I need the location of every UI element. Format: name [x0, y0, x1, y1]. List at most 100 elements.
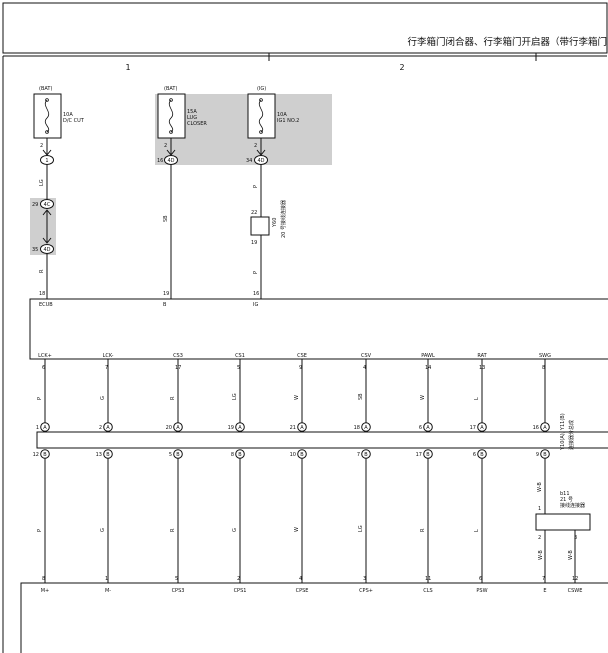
pin-number: 22 [251, 210, 257, 216]
fuse-rating: 15A [187, 109, 197, 115]
wire-color: LG [39, 179, 45, 186]
wire-color: W-B [538, 550, 544, 560]
pin-number: 3 [363, 576, 366, 582]
connector [40, 199, 54, 209]
wire-color: G [100, 528, 106, 532]
b11-label-2: 接线连接器 [560, 502, 585, 509]
pin-number: 16 [533, 425, 539, 431]
connector-id: B [300, 452, 304, 458]
pin-number: 34 [246, 158, 252, 164]
connector [423, 449, 433, 459]
ecu-terminal-name: IG [253, 302, 258, 308]
fuse-source: (IG) [257, 86, 266, 92]
connector-id: 4D [43, 247, 50, 253]
connector-id: A [106, 425, 110, 431]
pin-number: 7 [105, 365, 108, 371]
wire-color: R [170, 528, 176, 532]
wire-color: G [100, 396, 106, 400]
connector-id: B [238, 452, 242, 458]
pin-number: 4 [299, 576, 302, 582]
terminal-name: M- [105, 588, 111, 594]
pin-number: 12 [33, 452, 39, 458]
harness-code: Y10(A), Y11(B) [560, 413, 566, 451]
pin-number: 7 [542, 576, 545, 582]
connector-id: A [176, 425, 180, 431]
bottom-pins: 8M+1M-5CPS32CPS14CPSE3CPS+11CLS6PSW7E12C… [41, 576, 583, 594]
pin-number: 6 [473, 452, 476, 458]
terminal-name: E [543, 588, 546, 594]
ecu-terminal-name: RAT [477, 353, 487, 359]
connector [235, 449, 245, 459]
terminal-name: CPS1 [234, 588, 247, 594]
wire-color: G [232, 528, 238, 532]
header-frame [2, 2, 608, 54]
connector [103, 449, 113, 459]
ecu-terminal-name: PAWL [421, 353, 435, 359]
connector-id: A [543, 425, 547, 431]
pin-number: 6 [419, 425, 422, 431]
pin-number: 35 [32, 247, 38, 253]
connector-id: A [426, 425, 430, 431]
wire-color: SB [163, 215, 169, 222]
wire-color: P [253, 271, 259, 274]
pin-number: 2 [538, 535, 541, 541]
arrow-icon [42, 209, 52, 216]
pin-number: 1 [538, 506, 541, 512]
pin-number: 16 [157, 158, 163, 164]
fuse-name: IG1 NO.2 [277, 118, 299, 124]
pin-number: 7 [357, 452, 360, 458]
fuse-rating: 10A [277, 112, 287, 118]
wire-color: LG [232, 393, 238, 400]
circuit-column-3: 2 4D 34 P 22 19 P Y60 20 号接线连接器 [246, 138, 287, 299]
pin-number: 19 [163, 291, 169, 297]
pin-number: 19 [228, 425, 234, 431]
connector [173, 449, 183, 459]
y60-connector-box [250, 216, 270, 236]
pin-number: 8 [542, 365, 545, 371]
wire-color: LG [358, 525, 364, 532]
terminal-name: CPS+ [359, 588, 373, 594]
pin-number: 9 [536, 452, 539, 458]
connector-id: A [480, 425, 484, 431]
fuse-name-2: CLOSER [187, 121, 207, 127]
pin-number: 20 [166, 425, 172, 431]
harness-section: LCK+6PLCK-7GCS317RCS15LGCSE9WCSV4SBPAWL1… [33, 353, 551, 583]
ecu-terminal-name: SWG [539, 353, 551, 359]
connector [361, 422, 371, 432]
connector [423, 422, 433, 432]
pin-number: 1 [36, 425, 39, 431]
wire-color: W-B [537, 482, 543, 492]
wire-color: P [37, 529, 43, 532]
ecu-terminal-name: CSV [361, 353, 372, 359]
wire-color: W [294, 395, 300, 400]
zone-label-2: 2 [399, 63, 404, 72]
connector-id: 4D [167, 158, 174, 164]
b11-label-1: 21 号 [560, 497, 573, 503]
fuse-element-icon [258, 99, 264, 133]
pin-number: 5 [169, 452, 172, 458]
connector-id: B [176, 452, 180, 458]
wire-color: L [474, 529, 480, 532]
pin-number: 2 [164, 143, 167, 149]
connector [103, 422, 113, 432]
fuse-rating: 10A [63, 112, 73, 118]
ecu-terminal-name: B [163, 302, 167, 308]
circuit-column-2: 2 4D 16 SB [157, 138, 178, 299]
pin-number: 2 [99, 425, 102, 431]
connector [173, 422, 183, 432]
wire-color: SB [358, 393, 364, 400]
closer-motor-box [20, 582, 608, 653]
circuit-column-1: 2 1 LG 4C 29 4D 35 R [32, 138, 54, 299]
pin-number: 2 [40, 143, 43, 149]
ecu-terminal-name: CS3 [173, 353, 183, 359]
wire-color: W [420, 395, 426, 400]
pin-number: 1 [105, 576, 108, 582]
connector-id: B [543, 452, 547, 458]
connector [540, 449, 550, 459]
connector-id: 1 [45, 158, 48, 164]
pin-number: 19 [251, 240, 257, 246]
connector [40, 449, 50, 459]
pin-number: 9 [299, 365, 302, 371]
pin-number: 8 [42, 576, 45, 582]
pin-number: 5 [237, 365, 240, 371]
